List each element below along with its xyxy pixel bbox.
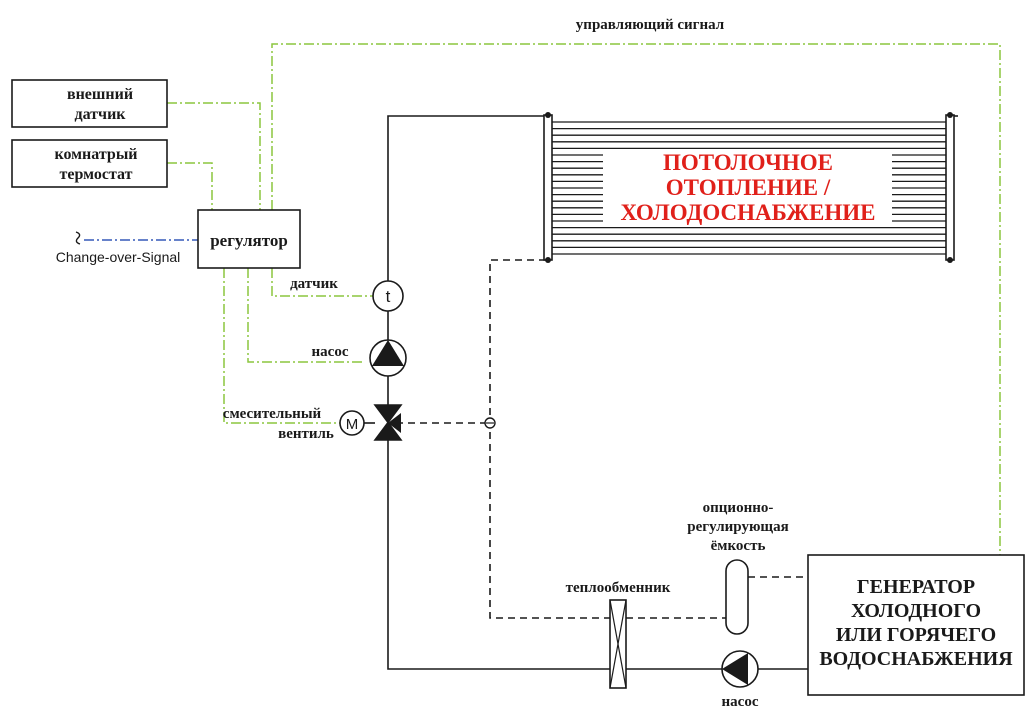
- pump-bottom-label: насос: [722, 694, 759, 710]
- generator-label-2: ХОЛОДНОГО: [851, 600, 981, 622]
- ceiling-panel-node: [947, 112, 953, 118]
- external-sensor-box: внешний датчик: [11, 79, 168, 128]
- motor-symbol: M: [346, 416, 359, 433]
- mixing-valve-label-1: смесительный: [223, 406, 322, 422]
- sensor-label: датчик: [290, 276, 338, 292]
- pipes: [387, 115, 958, 670]
- valve-bottom-triangle: [375, 423, 401, 440]
- mixing-valve-label-2: вентиль: [278, 426, 334, 442]
- sensor-symbol: t: [386, 287, 391, 306]
- ceiling-title-backdrop: [603, 150, 892, 224]
- ceiling-panel: ПОТОЛОЧНОЕ ОТОПЛЕНИЕ / ХОЛОДОСНАБЖЕНИЕ: [543, 112, 955, 263]
- buffer-label-3: ёмкость: [711, 538, 766, 554]
- valve-right-triangle: [388, 413, 401, 433]
- ceiling-return-dashed: [489, 259, 610, 619]
- buffer-label-2: регулирующая: [687, 519, 788, 535]
- circulation-pump: насос: [312, 339, 407, 377]
- ceiling-panel-node: [545, 257, 551, 263]
- control-signal-label: управляющий сигнал: [576, 17, 725, 33]
- pump-triangle: [372, 340, 404, 366]
- generator-pump: насос: [721, 650, 759, 710]
- valve-top-triangle: [375, 405, 401, 423]
- ceiling-panel-right-header: [945, 114, 955, 261]
- return-pipe: [387, 440, 610, 670]
- external-sensor-label-2: датчик: [75, 106, 127, 123]
- control-line-pump: [247, 268, 364, 363]
- generator-box: ГЕНЕРАТОР ХОЛОДНОГО ИЛИ ГОРЯЧЕГО ВОДОСНА…: [807, 554, 1025, 696]
- ceiling-title-line-1: ПОТОЛОЧНОЕ: [663, 150, 833, 175]
- supply-pipe: [387, 115, 544, 281]
- buffer-label-1: опционно-: [703, 500, 774, 516]
- temperature-sensor: t датчик: [290, 276, 404, 312]
- heat-exchanger-label: теплообменник: [566, 580, 671, 596]
- change-over-wave-icon: [75, 231, 81, 245]
- dashed-pipes: [396, 259, 808, 619]
- motor-icon: [339, 410, 365, 436]
- generator-label-1: ГЕНЕРАТОР: [857, 576, 975, 598]
- heat-exchanger-diagonal: [609, 599, 627, 689]
- pump-top-label: насос: [312, 344, 349, 360]
- heat-exchanger: теплообменник: [566, 580, 671, 689]
- mixing-valve: M смесительный вентиль: [223, 404, 403, 442]
- control-line-sensor: [271, 268, 374, 297]
- ceiling-panel-node: [947, 257, 953, 263]
- controller-label: регулятор: [210, 231, 288, 250]
- buffer-tank-icon: [725, 559, 749, 635]
- thermometer-icon: [372, 280, 404, 312]
- control-signal-lines: [167, 43, 1001, 555]
- ceiling-title-line-3: ХОЛОДОСНАБЖЕНИЕ: [620, 200, 875, 225]
- ceiling-panel-node: [545, 112, 551, 118]
- room-thermostat-label-2: термостат: [60, 166, 133, 183]
- control-signal-line-main: [271, 43, 1001, 555]
- room-thermostat-box: комнатрый термостат: [11, 139, 168, 188]
- ceiling-panel-left-header: [543, 114, 553, 261]
- control-line-external-sensor: [167, 102, 261, 210]
- controller-box: регулятор: [197, 209, 301, 269]
- buffer-tank: опционно- регулирующая ёмкость: [687, 500, 789, 635]
- ceiling-title-line-2: ОТОПЛЕНИЕ /: [666, 175, 831, 200]
- change-over-signal-label: Change-over-Signal: [56, 249, 181, 265]
- room-thermostat-label-1: комнатрый: [54, 146, 137, 163]
- generator-label-4: ВОДОСНАБЖЕНИЯ: [819, 648, 1013, 670]
- external-sensor-label-1: внешний: [67, 86, 133, 103]
- control-line-thermostat: [167, 162, 213, 210]
- pump-triangle: [722, 653, 748, 685]
- generator-label-3: ИЛИ ГОРЯЧЕГО: [836, 624, 996, 646]
